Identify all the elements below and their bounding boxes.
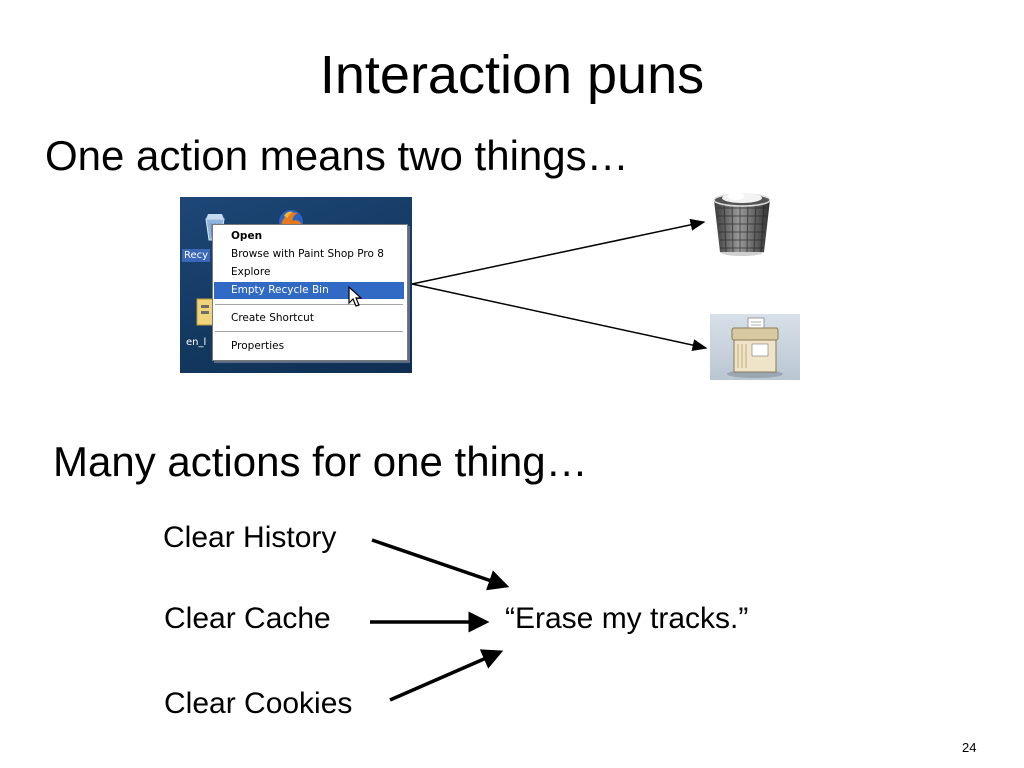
menu-item-open[interactable]: Open xyxy=(231,230,263,242)
page-number: 24 xyxy=(962,740,977,755)
menu-item-browse-paint-shop[interactable]: Browse with Paint Shop Pro 8 xyxy=(231,248,384,260)
context-menu: Open Browse with Paint Shop Pro 8 Explor… xyxy=(212,224,408,361)
menu-separator xyxy=(215,304,403,305)
slide-title: Interaction puns xyxy=(319,45,705,105)
action-clear-cookies: Clear Cookies xyxy=(164,687,353,720)
trash-can-icon xyxy=(713,192,771,256)
shredder-image xyxy=(710,314,800,380)
desktop-screenshot: Recy en_l Open Browse with Paint Shop Pr… xyxy=(180,197,412,373)
menu-item-create-shortcut[interactable]: Create Shortcut xyxy=(231,312,314,324)
heading-many-actions: Many actions for one thing… xyxy=(53,438,588,485)
paper-shredder-icon xyxy=(727,317,783,378)
arrow-to-shredder xyxy=(411,283,708,351)
mouse-cursor-icon xyxy=(348,286,363,307)
folder-label[interactable]: en_l xyxy=(186,337,207,348)
menu-item-properties[interactable]: Properties xyxy=(231,340,285,352)
recycle-bin-label[interactable]: Recy xyxy=(182,249,211,262)
arrow-history-to-result xyxy=(371,538,510,591)
menu-separator xyxy=(215,331,403,332)
arrow-to-trash xyxy=(411,218,706,285)
result-erase-tracks: “Erase my tracks.” xyxy=(505,602,749,635)
action-clear-history: Clear History xyxy=(163,521,337,554)
arrow-cookies-to-result xyxy=(389,649,504,702)
action-clear-cache: Clear Cache xyxy=(164,602,331,635)
heading-one-action: One action means two things… xyxy=(45,132,629,179)
menu-item-explore[interactable]: Explore xyxy=(231,266,271,278)
